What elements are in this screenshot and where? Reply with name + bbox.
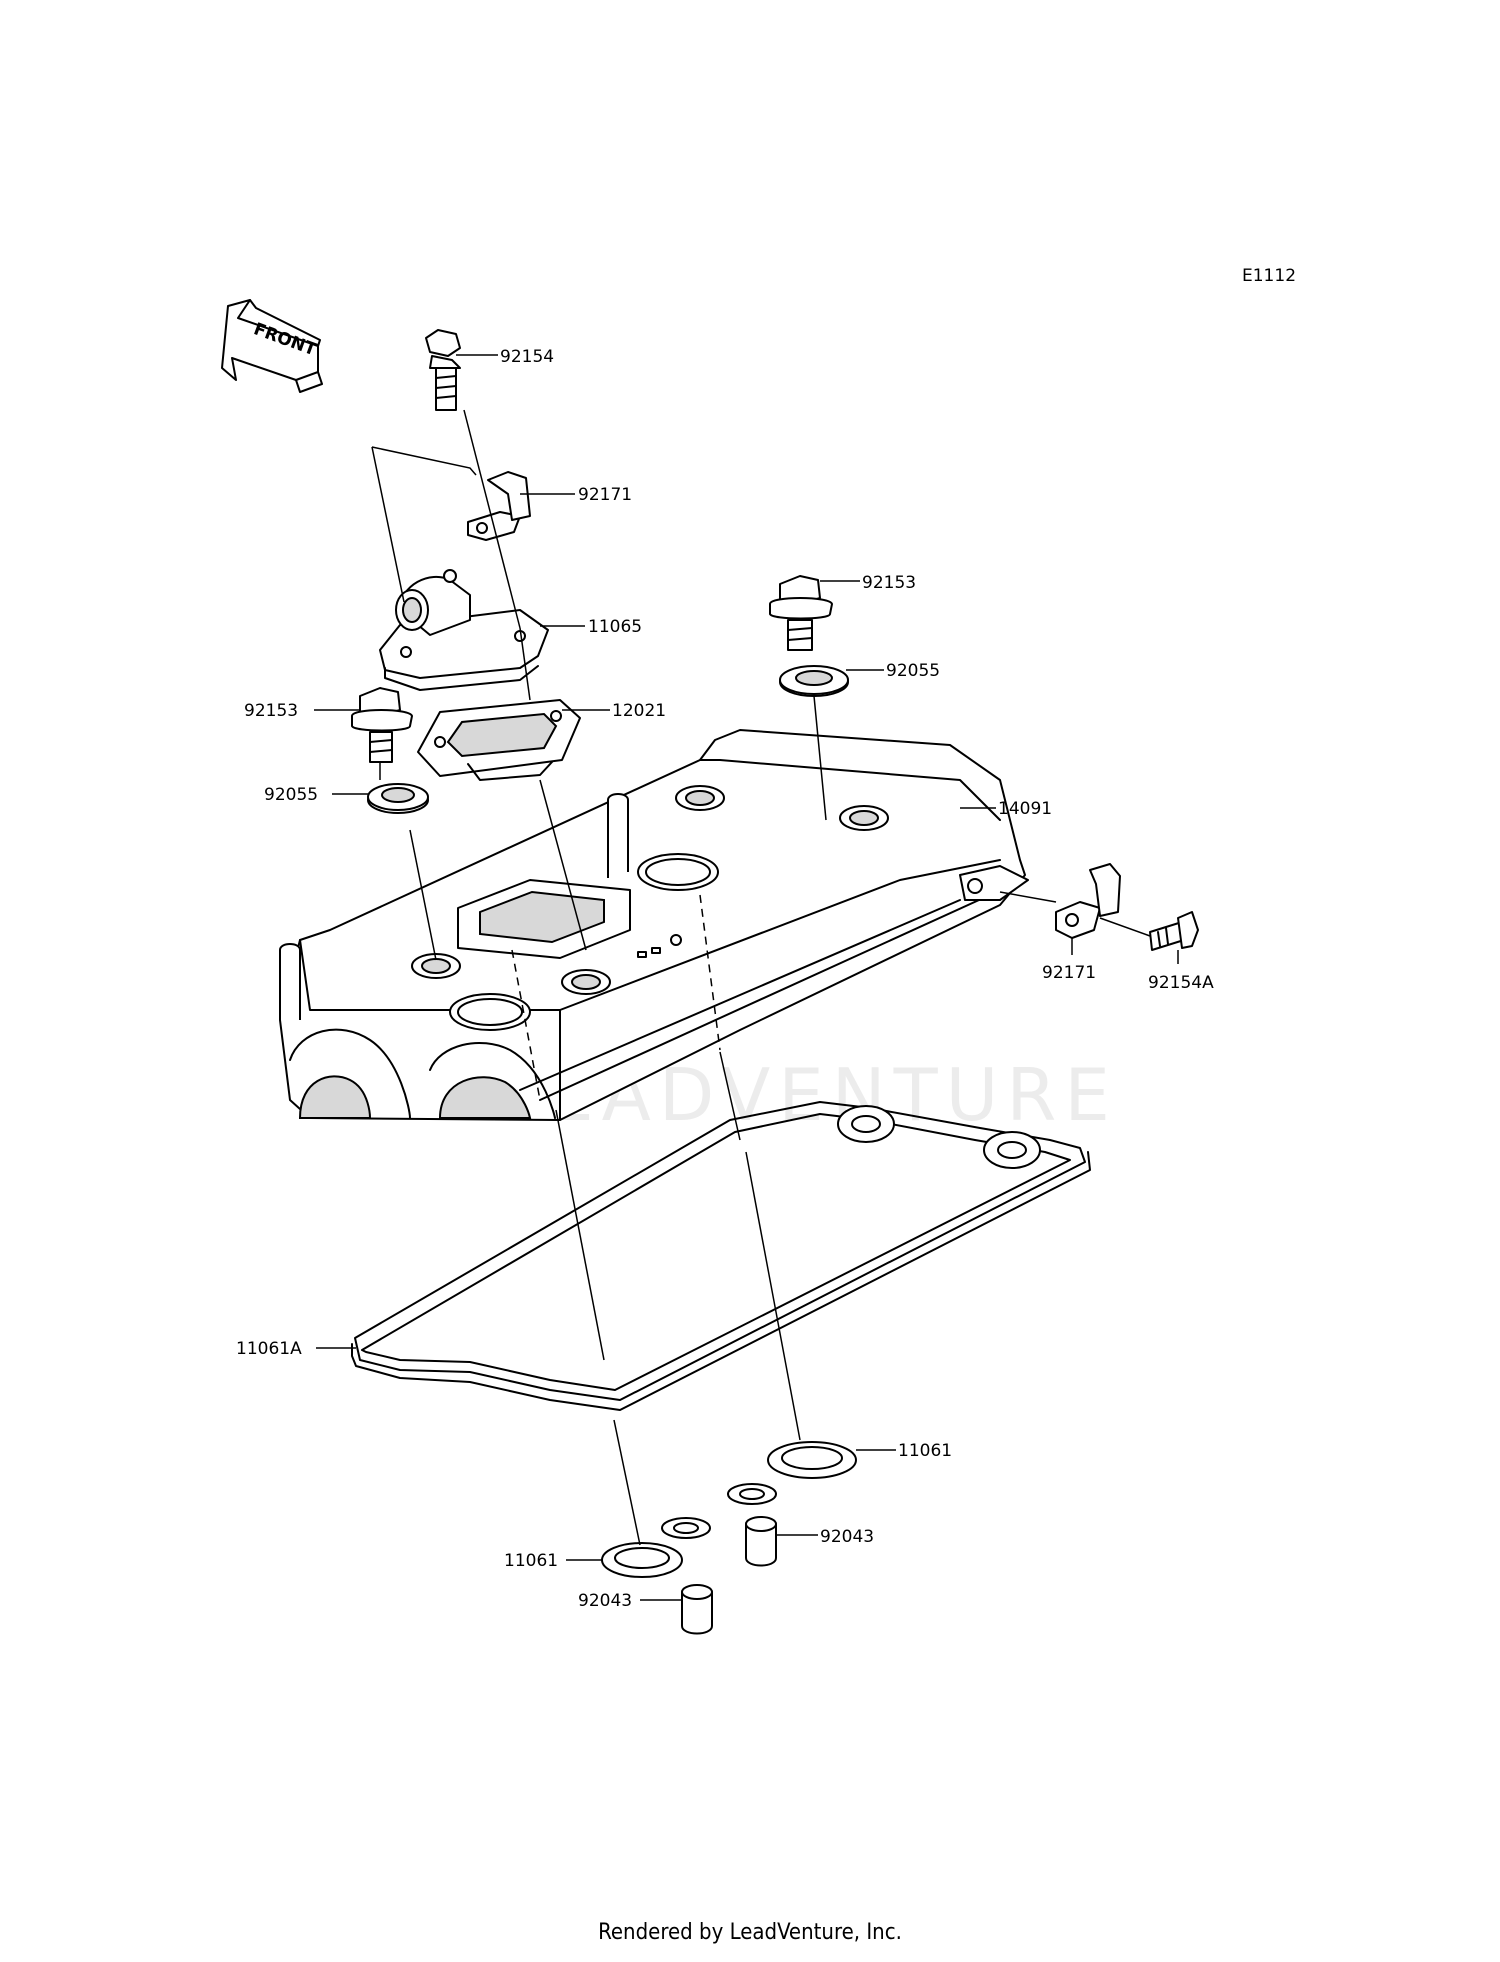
part-label-92154A[interactable]: 92154A [1148,973,1214,993]
breather-gasket[interactable] [417,699,581,781]
part-label-11065[interactable]: 11065 [588,617,642,637]
plug-seal-11061-right[interactable] [727,1441,857,1505]
collar-92043-left[interactable] [681,1584,713,1635]
part-label-92171-right[interactable]: 92171 [1042,963,1096,983]
part-label-92043-right[interactable]: 92043 [820,1527,874,1547]
part-label-92055-left[interactable]: 92055 [264,785,318,805]
callout-leaders [314,354,996,1601]
part-label-92055-right[interactable]: 92055 [886,661,940,681]
head-cover-gasket[interactable] [351,1101,1091,1411]
breather-cover[interactable] [379,569,549,691]
plug-seal-11061-left[interactable] [601,1517,711,1578]
clamp-92171-top[interactable] [467,471,531,541]
washer-92055-right[interactable] [779,665,849,697]
part-label-11061A[interactable]: 11061A [236,1339,302,1359]
part-label-92171-top[interactable]: 92171 [578,485,632,505]
part-label-92153-right[interactable]: 92153 [862,573,916,593]
washer-92055-left[interactable] [367,783,429,814]
clamp-92171-right[interactable] [1055,863,1121,939]
cylinder-head-cover[interactable] [279,729,1029,1121]
part-label-11061-left[interactable]: 11061 [504,1551,558,1571]
part-label-14091[interactable]: 14091 [998,799,1052,819]
part-label-12021[interactable]: 12021 [612,701,666,721]
bolt-92154A[interactable] [1149,911,1199,951]
front-arrow-icon: FRONT [221,299,323,393]
diagram-code: E1112 [1242,266,1296,286]
assembly-lines [371,409,1179,1546]
part-label-92154[interactable]: 92154 [500,347,554,367]
bolt-92154[interactable] [425,329,461,411]
footer-credit: Rendered by LeadVenture, Inc. [598,1920,902,1945]
part-label-11061-right[interactable]: 11061 [898,1441,952,1461]
bolt-92153-left[interactable] [351,687,413,763]
collar-92043-right[interactable] [745,1516,777,1567]
part-label-92043-left[interactable]: 92043 [578,1591,632,1611]
bolt-92153-right[interactable] [769,575,833,651]
part-label-92153-left[interactable]: 92153 [244,701,298,721]
